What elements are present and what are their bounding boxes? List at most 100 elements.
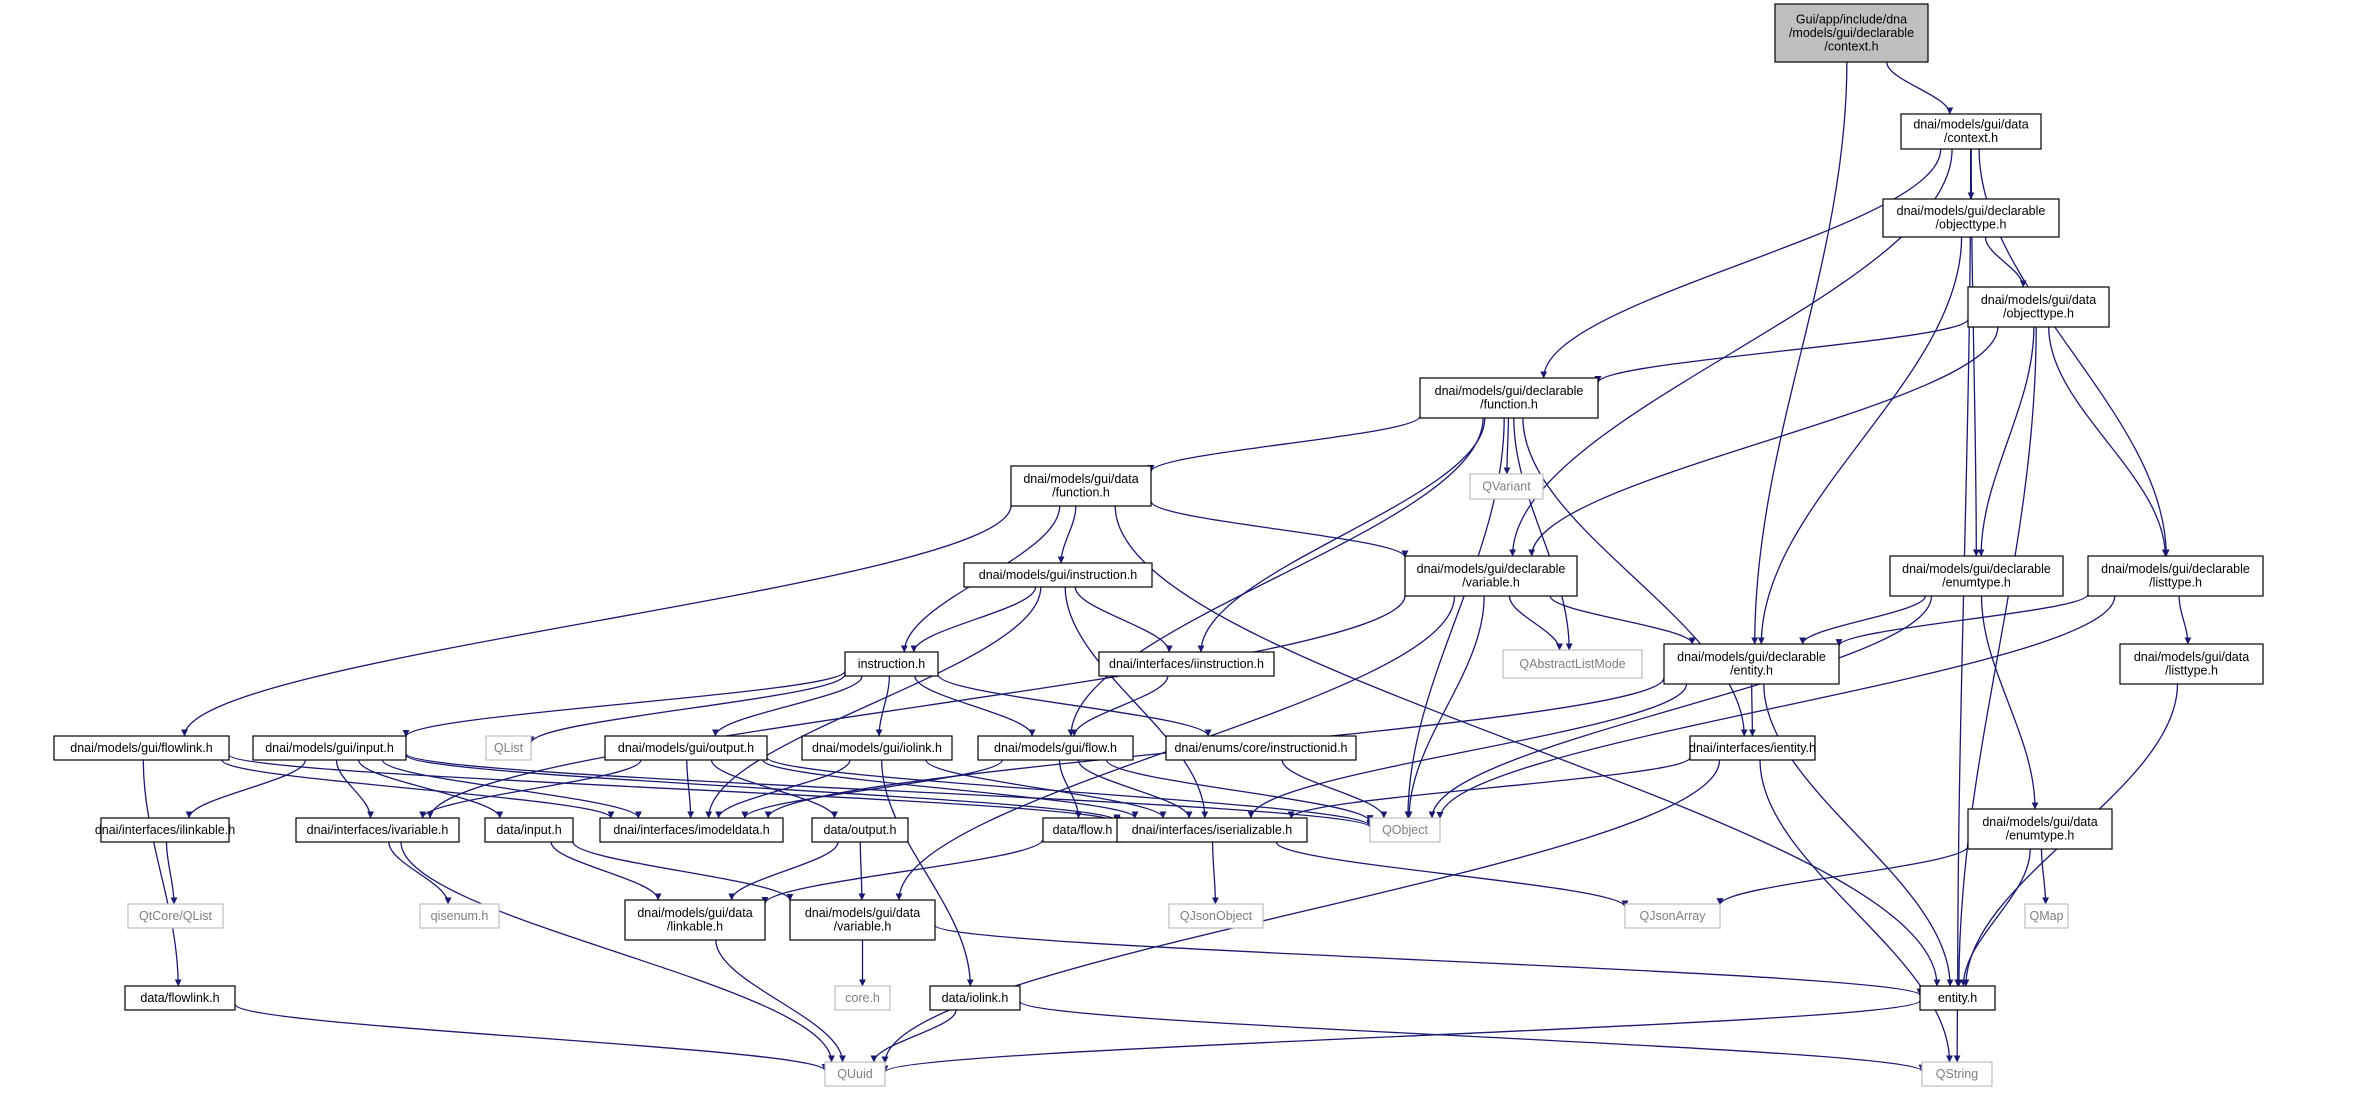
node-label-line: /context.h: [1824, 39, 1878, 53]
edge-ivariable-to-qisenum: [388, 841, 452, 905]
edge-gui_iolink-to-data_iolink: [881, 759, 974, 987]
node-qisenum[interactable]: qisenum.h: [419, 903, 500, 929]
node-label-line: dnai/models/gui/data: [2134, 650, 2249, 664]
edge-decl_variable-to-ivariable: [426, 595, 1406, 819]
node-iinstruction[interactable]: dnai/interfaces/iinstruction.h: [1098, 651, 1275, 677]
node-box: [624, 899, 766, 941]
node-label-line: entity.h: [1938, 991, 1977, 1005]
node-box: [1098, 651, 1275, 677]
node-box: [1624, 903, 1721, 929]
node-gui-instruction[interactable]: dnai/models/gui/instruction.h: [963, 562, 1153, 588]
node-label-line: data/iolink.h: [942, 991, 1009, 1005]
node-ilinkable[interactable]: dnai/interfaces/ilinkable.h: [95, 817, 235, 843]
node-box: [484, 817, 574, 843]
edge-gui_flow-to-data_flow: [1058, 759, 1082, 819]
edge-data_iolink-to-quuid: [870, 1009, 957, 1063]
node-qstring[interactable]: QString: [1921, 1061, 1993, 1087]
edge-iserializable-to-qjsonarray: [1275, 841, 1629, 908]
node-label-line: dnai/models/gui/data: [1982, 815, 2097, 829]
node-box: [1168, 903, 1264, 929]
edge-data_enumtype-to-qmap: [2040, 848, 2050, 905]
node-qjsonobject[interactable]: QJsonObject: [1168, 903, 1264, 929]
node-data-objecttype[interactable]: dnai/models/gui/data/objecttype.h: [1967, 286, 2110, 328]
node-box: [127, 903, 224, 929]
node-decl-listtype[interactable]: dnai/models/gui/declarable/listtype.h: [2087, 555, 2264, 597]
node-label-line: QMap: [2029, 909, 2063, 923]
node-data-variable[interactable]: dnai/models/gui/data/variable.h: [789, 899, 936, 941]
node-gui-output[interactable]: dnai/models/gui/output.h: [604, 735, 768, 761]
edge-decl_variable-to-decl_entity: [1549, 595, 1696, 645]
node-box: [604, 735, 768, 761]
node-quuid[interactable]: QUuid: [824, 1061, 886, 1087]
edge-data_objecttype-to-decl_listtype: [2048, 326, 2169, 557]
node-imodeldata[interactable]: dnai/interfaces/imodeldata.h: [599, 817, 784, 843]
node-ivariable[interactable]: dnai/interfaces/ivariable.h: [295, 817, 460, 843]
node-data-flow[interactable]: data/flow.h: [1042, 817, 1123, 843]
node-qabstractlistmode[interactable]: QAbstractListMode: [1502, 649, 1643, 679]
node-data-enumtype[interactable]: dnai/models/gui/data/enumtype.h: [1967, 808, 2113, 850]
node-data-output[interactable]: data/output.h: [811, 817, 909, 843]
node-box: [801, 735, 953, 761]
edge-data_iolink-to-qstring: [1019, 1000, 1926, 1072]
edge-gui_instruction-to-imodeldata: [705, 586, 1042, 819]
node-instructionid[interactable]: dnai/enums/core/instructionid.h: [1165, 735, 1357, 761]
edge-gui_input-to-ivariable: [335, 759, 374, 819]
node-qlist[interactable]: QList: [485, 735, 532, 761]
edge-flowlink-to-imodeldata: [221, 759, 615, 819]
node-label-line: /linkable.h: [667, 920, 723, 934]
node-data-flowlink[interactable]: data/flowlink.h: [124, 985, 236, 1011]
node-qjsonarray[interactable]: QJsonArray: [1624, 903, 1721, 929]
edge-ientity-to-qstring: [1759, 759, 1953, 1063]
node-box: [53, 735, 230, 761]
node-label-line: /function.h: [1480, 398, 1538, 412]
edge-instruction-to-qlist: [527, 673, 846, 744]
node-box: [1774, 3, 1929, 63]
edge-gui_output-to-imodeldata: [686, 759, 695, 819]
node-box: [1919, 985, 1996, 1011]
node-entity[interactable]: entity.h: [1919, 985, 1996, 1011]
edge-data_objecttype-to-decl_enumtype: [1977, 326, 2035, 557]
node-decl-entity[interactable]: dnai/models/gui/declarable/entity.h: [1663, 643, 1840, 685]
edge-decl_function-to-iinstruction: [1197, 417, 1486, 653]
edge-gui_flow-to-imodeldata: [741, 759, 1003, 819]
node-ientity[interactable]: dnai/interfaces/ientity.h: [1689, 735, 1816, 761]
node-box: [295, 817, 460, 843]
node-box: [1042, 817, 1123, 843]
node-gui-input[interactable]: dnai/models/gui/input.h: [252, 735, 407, 761]
node-label-line: QtCore/QList: [139, 909, 212, 923]
node-box: [929, 985, 1021, 1011]
node-label-line: core.h: [845, 991, 880, 1005]
edge-decl_entity-to-ientity: [1748, 683, 1756, 737]
edge-gui_iolink-to-imodeldata: [715, 759, 851, 819]
node-core[interactable]: core.h: [834, 985, 891, 1011]
edge-instruction-to-gui_input: [402, 670, 846, 738]
node-label-line: dnai/interfaces/iserializable.h: [1132, 823, 1293, 837]
node-gui-iolink[interactable]: dnai/models/gui/iolink.h: [801, 735, 953, 761]
node-data-function[interactable]: dnai/models/gui/data/function.h: [1010, 465, 1152, 507]
node-box: [834, 985, 891, 1011]
node-decl-function[interactable]: dnai/models/gui/declarable/function.h: [1419, 377, 1599, 419]
node-data-input[interactable]: data/input.h: [484, 817, 574, 843]
edge-decl_listtype-to-decl_entity: [1835, 593, 2089, 647]
node-qmap[interactable]: QMap: [2024, 903, 2069, 929]
node-label-line: dnai/models/gui/data: [805, 906, 920, 920]
node-data-iolink[interactable]: data/iolink.h: [929, 985, 1021, 1011]
edge-instruction-to-gui_output: [711, 675, 863, 737]
node-box: [1900, 113, 2042, 150]
node-flowlink[interactable]: dnai/models/gui/flowlink.h: [53, 735, 230, 761]
node-instruction[interactable]: instruction.h: [844, 651, 939, 677]
node-qvariant[interactable]: QVariant: [1469, 473, 1544, 500]
node-decl-objecttype[interactable]: dnai/models/gui/declarable/objecttype.h: [1882, 198, 2060, 238]
node-gui-flow[interactable]: dnai/models/gui/flow.h: [977, 735, 1134, 761]
node-decl-enumtype[interactable]: dnai/models/gui/declarable/enumtype.h: [1889, 555, 2064, 597]
node-data-context[interactable]: dnai/models/gui/data/context.h: [1900, 113, 2042, 150]
node-data-linkable[interactable]: dnai/models/gui/data/linkable.h: [624, 899, 766, 941]
node-box: [1419, 377, 1599, 419]
node-root[interactable]: Gui/app/include/dna/models/gui/declarabl…: [1774, 3, 1929, 63]
node-qtcore-qlist[interactable]: QtCore/QList: [127, 903, 224, 929]
node-iserializable[interactable]: dnai/interfaces/iserializable.h: [1116, 817, 1308, 843]
edge-ivariable-to-quuid: [400, 841, 835, 1063]
node-qobject[interactable]: QObject: [1369, 817, 1441, 843]
node-decl-variable[interactable]: dnai/models/gui/declarable/variable.h: [1404, 555, 1578, 597]
node-data-listtype[interactable]: dnai/models/gui/data/listtype.h: [2119, 643, 2264, 685]
